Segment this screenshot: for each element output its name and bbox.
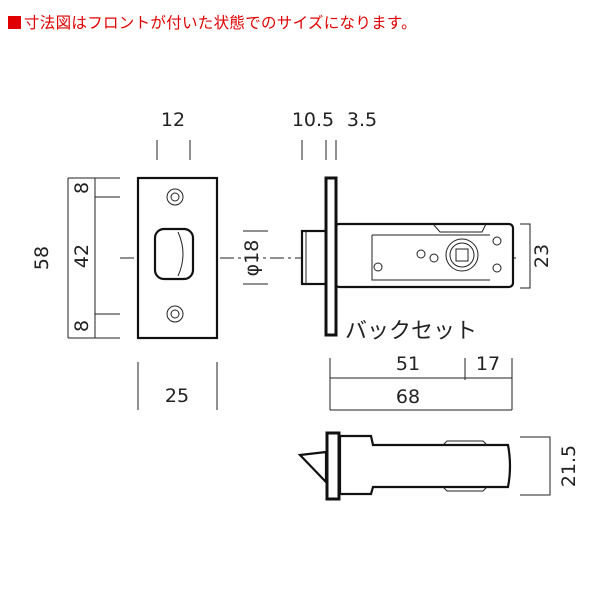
dim-8-bottom: 8 [71,320,93,332]
note-text: 寸法図はフロントが付いた状態でのサイズになります。 [24,14,417,32]
dim-3-5: 3.5 [347,109,377,131]
dim-12: 12 [161,109,185,131]
dim-phi18: φ18 [241,240,263,277]
dim-21-5: 21.5 [558,445,580,487]
dim-51: 51 [396,353,420,375]
backset-label: バックセット [345,319,477,344]
dim-23: 23 [531,244,553,268]
dim-17: 17 [476,353,500,375]
dim-42: 42 [71,244,93,268]
dim-68: 68 [396,386,420,408]
dim-8-top: 8 [71,182,93,194]
dimension-note: 寸法図はフロントが付いた状態でのサイズになります。 [8,11,417,33]
side-view [300,176,515,337]
dim-58: 58 [31,246,53,270]
front-plate-view [136,176,219,340]
bottom-view [297,431,512,501]
dim-10-5: 10.5 [292,109,334,131]
dim-25: 25 [165,385,189,407]
red-square-icon [8,16,21,29]
